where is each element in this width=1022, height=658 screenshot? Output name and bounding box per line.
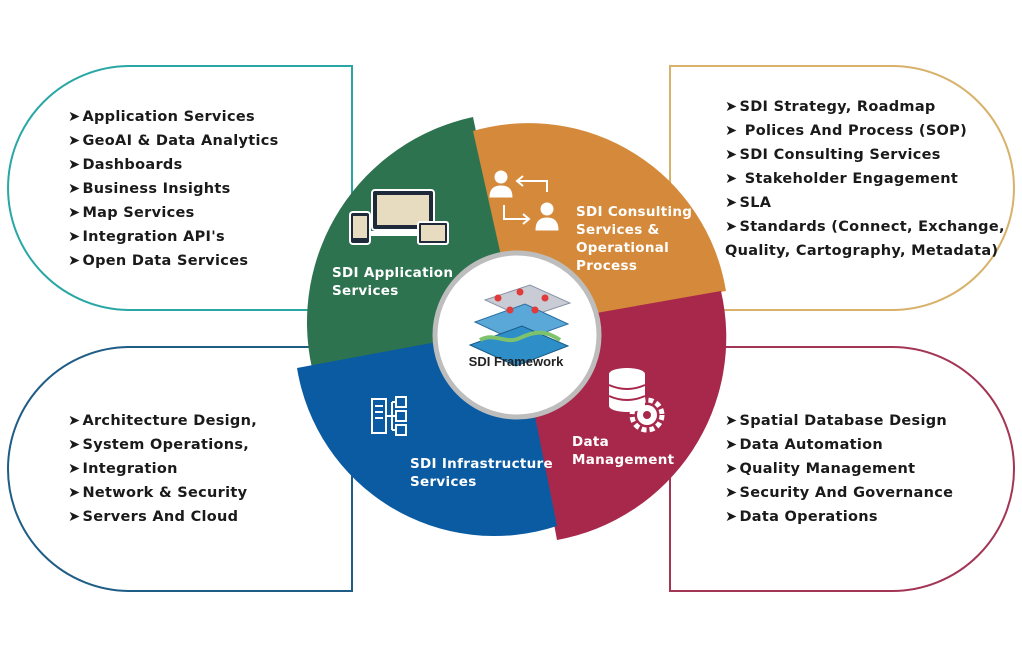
- server-network-icon: [371, 396, 407, 436]
- arrow-icon: ➤: [68, 181, 81, 197]
- arrow-icon: ➤: [725, 147, 738, 163]
- sdi-layers-icon: [468, 284, 572, 367]
- arrow-icon: ➤: [725, 123, 738, 139]
- list-item: ➤Map Services: [68, 205, 195, 221]
- consulting-services-list: ➤SDI Strategy, Roadmap ➤ Polices And Pro…: [725, 95, 1005, 263]
- list-item: ➤System Operations,: [68, 437, 250, 453]
- list-item: ➤Open Data Services: [68, 253, 249, 269]
- people-exchange-icon: [489, 170, 559, 231]
- panel-top-left-outline: [7, 65, 353, 311]
- arrow-icon: ➤: [725, 171, 738, 187]
- arrow-icon: ➤: [725, 219, 738, 235]
- list-item: ➤Security And Governance: [725, 485, 954, 501]
- arrow-icon: ➤: [68, 485, 81, 501]
- arrow-icon: ➤: [68, 229, 81, 245]
- arrow-icon: ➤: [725, 195, 738, 211]
- list-item: ➤SLA: [725, 195, 772, 211]
- panel-bottom-right-outline: [669, 346, 1015, 592]
- list-item: ➤Application Services: [68, 109, 255, 125]
- segment-data-label: Data Management: [572, 434, 675, 468]
- list-item: ➤GeoAI & Data Analytics: [68, 133, 279, 149]
- arrow-icon: ➤: [68, 509, 81, 525]
- devices-icon: [349, 189, 449, 245]
- arrow-icon: ➤: [68, 253, 81, 269]
- arrow-icon: ➤: [68, 109, 81, 125]
- arrow-icon: ➤: [725, 437, 738, 453]
- list-item: ➤Quality Management: [725, 461, 916, 477]
- segment-infrastructure-label: SDI Infrastructure Services: [410, 456, 553, 490]
- list-item: ➤Data Operations: [725, 509, 878, 525]
- panel-top-right-outline: [669, 65, 1015, 311]
- arrow-icon: ➤: [725, 99, 738, 115]
- database-gear-icon: [608, 368, 665, 433]
- infrastructure-services-list: ➤Architecture Design, ➤System Operations…: [68, 409, 257, 529]
- segment-consulting-label: SDI Consulting Services & Operational Pr…: [576, 204, 693, 274]
- list-item: ➤Integration API's: [68, 229, 225, 245]
- arrow-icon: ➤: [68, 413, 81, 429]
- list-item: ➤Network & Security: [68, 485, 248, 501]
- center-label: SDI Framework: [468, 354, 564, 369]
- application-services-list: ➤Application Services ➤GeoAI & Data Anal…: [68, 105, 279, 273]
- list-item: ➤SDI Strategy, Roadmap: [725, 99, 936, 115]
- list-item: ➤Spatial Database Design: [725, 413, 948, 429]
- data-management-list: ➤Spatial Database Design ➤Data Automatio…: [725, 409, 953, 529]
- list-item: ➤SDI Consulting Services: [725, 147, 941, 163]
- arrow-icon: ➤: [68, 133, 81, 149]
- list-item: ➤ Stakeholder Engagement: [725, 171, 959, 187]
- arrow-icon: ➤: [725, 485, 738, 501]
- segment-application-label: SDI Application Services: [332, 265, 454, 299]
- arrow-icon: ➤: [725, 461, 738, 477]
- list-item: ➤Data Automation: [725, 437, 884, 453]
- list-item: ➤Business Insights: [68, 181, 231, 197]
- arrow-icon: ➤: [68, 205, 81, 221]
- list-item: ➤Architecture Design,: [68, 413, 258, 429]
- list-item: ➤Integration: [68, 461, 178, 477]
- arrow-icon: ➤: [68, 157, 81, 173]
- list-item: ➤Servers And Cloud: [68, 509, 239, 525]
- panel-bottom-left-outline: [7, 346, 353, 592]
- list-item: ➤ Polices And Process (SOP): [725, 123, 968, 139]
- arrow-icon: ➤: [68, 437, 81, 453]
- arrow-icon: ➤: [68, 461, 81, 477]
- list-item-continuation: Quality, Cartography, Metadata): [725, 243, 999, 259]
- list-item: ➤Standards (Connect, Exchange,: [725, 219, 1005, 235]
- list-item: ➤Dashboards: [68, 157, 183, 173]
- arrow-icon: ➤: [725, 413, 738, 429]
- arrow-icon: ➤: [725, 509, 738, 525]
